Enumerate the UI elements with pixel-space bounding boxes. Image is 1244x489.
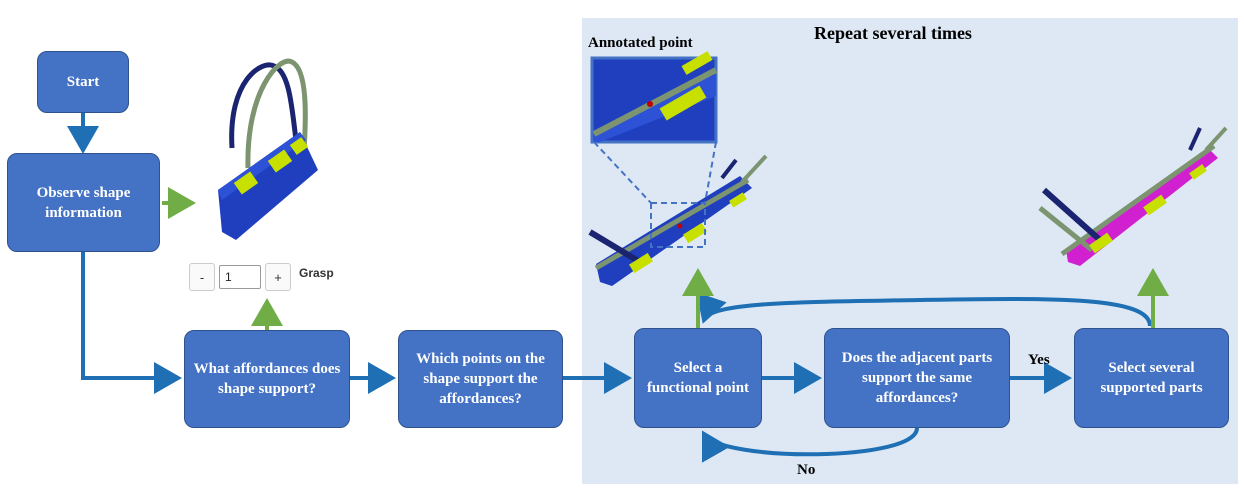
decrement-button[interactable]: - bbox=[189, 263, 215, 291]
quantity-field[interactable]: 1 bbox=[219, 265, 261, 289]
yes-label: Yes bbox=[1028, 352, 1050, 368]
select-parts-box: Select several supported parts bbox=[1074, 328, 1229, 428]
arrow-loop-no bbox=[701, 427, 919, 463]
affordance-name-label: Grasp bbox=[299, 266, 334, 280]
what-affordances-box: What affordances does shape support? bbox=[184, 330, 350, 428]
supported-parts-bag-image bbox=[1038, 126, 1228, 266]
observe-shape-box: Observe shape information bbox=[7, 153, 160, 252]
handbag-image bbox=[218, 58, 318, 240]
adjacent-parts-box: Does the adjacent parts support the same… bbox=[824, 328, 1010, 428]
no-label: No bbox=[797, 462, 816, 478]
which-points-box: Which points on the shape support the af… bbox=[398, 330, 563, 428]
increment-button[interactable]: + bbox=[265, 263, 291, 291]
repeat-label: Repeat several times bbox=[814, 23, 972, 43]
annotation-box-small bbox=[650, 202, 706, 248]
grasp-stepper: - 1 + Grasp bbox=[189, 262, 334, 292]
arrow-loop-top bbox=[696, 292, 1152, 327]
annotated-point-label: Annotated point bbox=[588, 35, 693, 51]
arrow-observe-to-affordances bbox=[81, 252, 182, 394]
annotated-bag-image bbox=[588, 51, 768, 286]
start-box: Start bbox=[37, 51, 129, 113]
select-point-box: Select a functional point bbox=[634, 328, 762, 428]
